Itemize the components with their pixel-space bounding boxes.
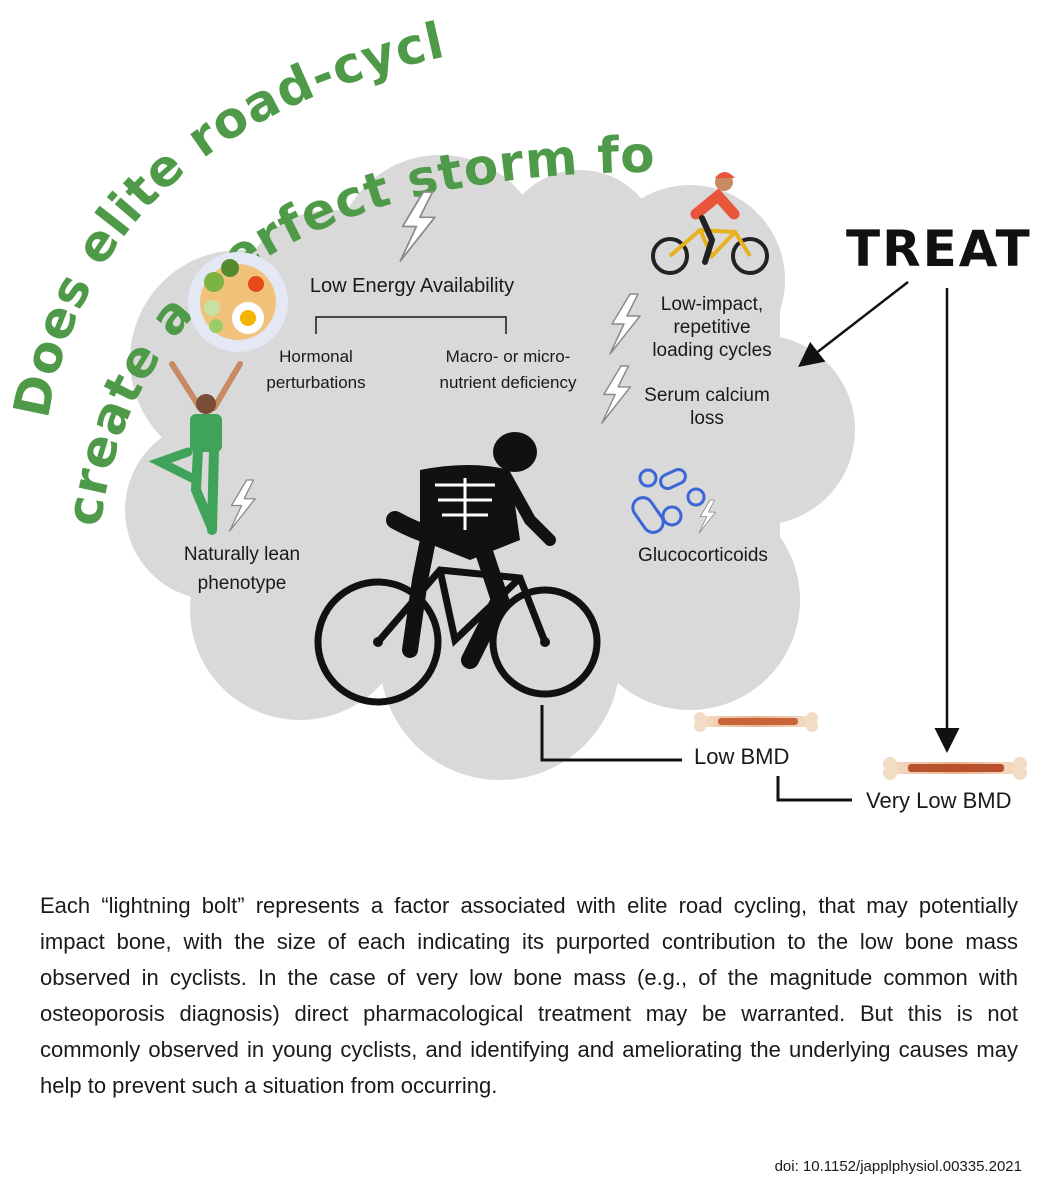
low-energy-label: Low Energy Availability [310,275,514,297]
small-cyclist-icon [651,172,769,275]
loading-label-line3: loading cycles [652,340,771,361]
hormonal-label-line1: Hormonal [279,347,353,366]
bone-icon-very-low-bmd [883,757,1027,780]
caption-paragraph: Each “lightning bolt” represents a facto… [40,893,1018,1098]
loading-label-line2: repetitive [673,317,750,338]
bone-icon-low-bmd [694,712,818,732]
loading-label-line1: Low-impact, [661,294,763,315]
nutrient-label-line1: Macro- or micro- [446,347,571,366]
connector-low-bmd [540,705,682,762]
pills-icon [631,467,706,534]
cyclist-skeleton-icon [314,432,601,706]
glucocorticoids-label: Glucocorticoids [638,545,768,566]
treat-label: TREAT [846,220,1032,278]
calcium-label-line2: loss [690,408,724,429]
food-plate-icon [188,252,288,352]
lean-label-line1: Naturally lean [184,544,300,565]
low-bmd-label: Low BMD [694,744,789,769]
very-low-bmd-label: Very Low BMD [866,788,1012,813]
nutrient-label-line2: nutrient deficiency [439,373,577,392]
lean-woman-icon [148,361,243,535]
storm-cloud [125,155,855,780]
hormonal-label-line2: perturbations [266,373,365,392]
treat-arrow-to-cloud [798,281,909,368]
connector-very-low-bmd [776,776,852,802]
doi-label: doi: 10.1152/japplphysiol.00335.2021 [774,1158,1022,1175]
hormone-bracket [315,316,507,334]
calcium-label-line1: Serum calcium [644,385,770,406]
lean-label-line2: phenotype [198,573,287,594]
